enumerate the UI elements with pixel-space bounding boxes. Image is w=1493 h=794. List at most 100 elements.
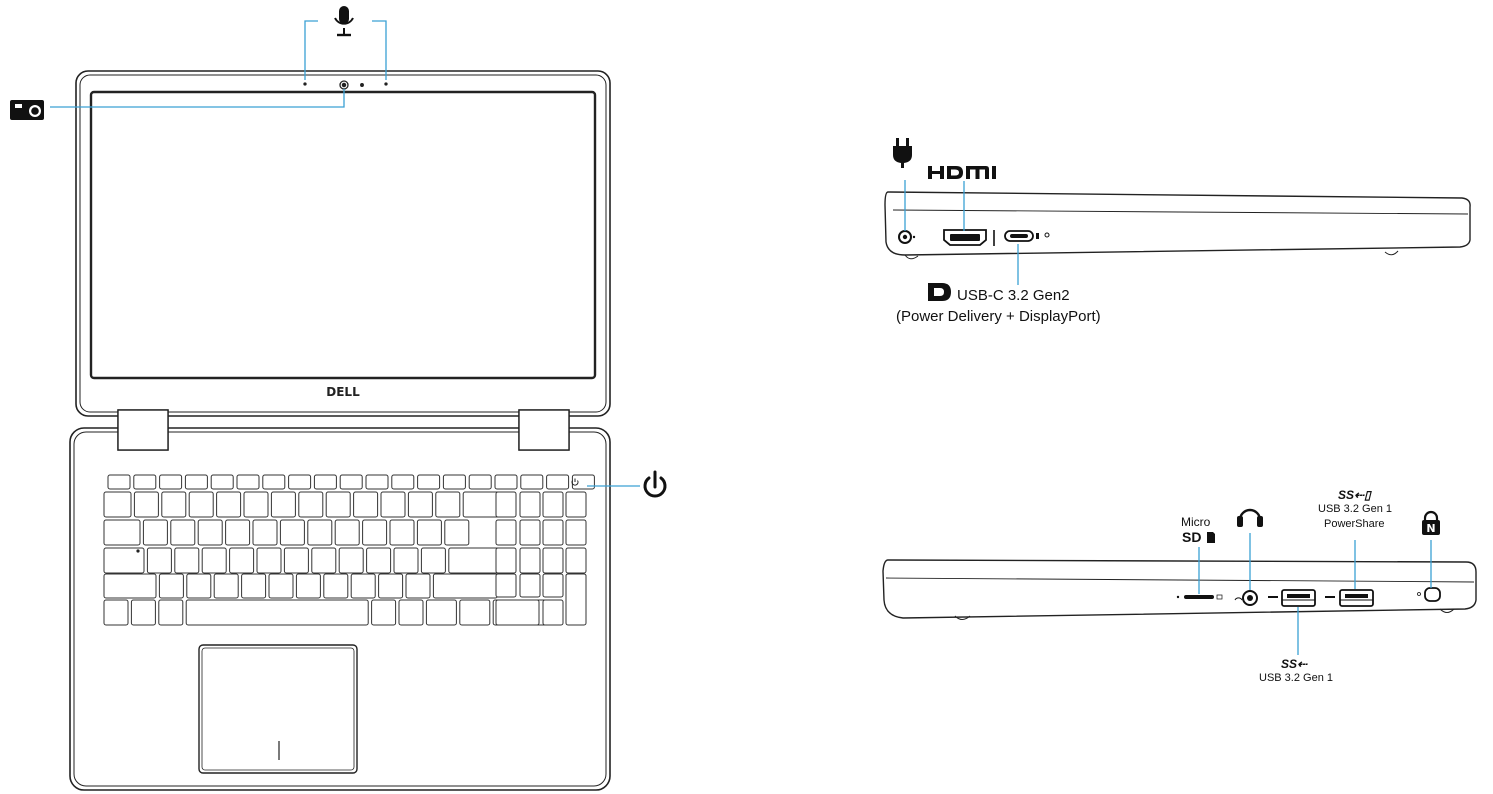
usb-a-port-2 (1325, 589, 1374, 607)
keyboard-key (542, 573, 564, 598)
keyboard-key (494, 474, 518, 490)
microphone-icon (334, 6, 354, 37)
usb-powershare-label: USB 3.2 Gen 1 (1318, 503, 1392, 515)
keyboard-key (565, 547, 587, 574)
hdmi-port (943, 229, 995, 246)
keyboard-key (103, 599, 129, 626)
keyboard-key (542, 519, 564, 546)
keyboard-key (378, 573, 404, 599)
keyboard-key (170, 519, 196, 546)
power-plug-icon (893, 138, 912, 168)
keyboard-key (468, 474, 492, 490)
keyboard-key (270, 491, 296, 518)
keyboard-key (546, 474, 570, 490)
keyboard-key (311, 547, 337, 574)
keyboard-key (362, 519, 388, 546)
keyboard-key (184, 474, 208, 490)
keyboard-key (288, 474, 312, 490)
keyboard-key (495, 519, 517, 546)
microsd-label: Micro (1181, 515, 1211, 529)
top-callouts (50, 20, 640, 487)
keyboard-key (339, 474, 363, 490)
keyboard-key (407, 491, 433, 518)
keyboard-key (353, 491, 379, 518)
webcam (303, 80, 388, 90)
keyboard-key (159, 474, 183, 490)
keyboard-key (417, 474, 441, 490)
right-side-chassis (882, 559, 1477, 620)
keyboard-key (295, 573, 321, 599)
keyboard-key (398, 599, 424, 626)
keyboard-key (495, 599, 540, 626)
keyboard-key (416, 519, 442, 546)
usb-c-label: USB-C 3.2 Gen2 (957, 287, 1070, 304)
keyboard-key (338, 547, 364, 574)
camera-icon (10, 100, 44, 120)
keyboard-key (213, 573, 239, 599)
keyboard-key (542, 491, 564, 518)
lock-slot (1417, 587, 1441, 602)
usb-c-port (1004, 230, 1050, 242)
keyboard-key (216, 491, 242, 518)
keyboard (103, 474, 595, 626)
keyboard-key (158, 599, 184, 626)
keyboard-key (495, 547, 517, 574)
headset-jack (1234, 590, 1258, 606)
keyboard-key (432, 573, 498, 599)
keyboard-key (103, 547, 145, 574)
keyboard-key (236, 474, 260, 490)
keyboard-key (174, 547, 200, 574)
keyboard-key (298, 491, 324, 518)
dc-in-port (898, 230, 916, 244)
keyboard-key (210, 474, 234, 490)
keyboard-key (371, 599, 397, 626)
keyboard-key (425, 599, 457, 626)
dell-logo: DELL (326, 385, 360, 399)
usb-c-sublabel: (Power Delivery + DisplayPort) (896, 308, 1101, 325)
keyboard-key (519, 491, 541, 518)
keyboard-key (393, 547, 419, 574)
keyboard-key (307, 519, 333, 546)
keyboard-key (519, 519, 541, 546)
keyboard-key (262, 474, 286, 490)
keyboard-key (186, 573, 212, 599)
usb-logo: SS⇠ (1281, 657, 1308, 671)
touchpad (198, 644, 358, 774)
microsd-sd-label: SD (1182, 529, 1202, 545)
keyboard-key (185, 599, 369, 626)
keyboard-key (142, 519, 168, 546)
key-indicator-dot (136, 549, 140, 553)
keyboard-key (283, 547, 309, 574)
keyboard-key (158, 573, 184, 599)
keyboard-key (133, 491, 159, 518)
keyboard-key (389, 519, 415, 546)
noble-lock-icon (1422, 510, 1440, 535)
keyboard-key (103, 519, 141, 546)
keyboard-key (323, 573, 349, 599)
keyboard-key (420, 547, 446, 574)
keyboard-key (225, 519, 251, 546)
keyboard-key (565, 491, 587, 518)
laptop-base (69, 427, 611, 791)
keyboard-key (571, 474, 595, 490)
keyboard-key (313, 474, 337, 490)
keyboard-key (405, 573, 431, 599)
sd-card-icon (1207, 532, 1215, 543)
keyboard-key (256, 547, 282, 574)
keyboard-key (334, 519, 360, 546)
keyboard-key (130, 599, 156, 626)
keyboard-key (197, 519, 223, 546)
keyboard-key (161, 491, 187, 518)
displayport-icon (928, 283, 951, 301)
power-key-symbol (571, 478, 579, 486)
keyboard-key (325, 491, 351, 518)
left-callouts (904, 180, 1019, 285)
keyboard-key (133, 474, 157, 490)
keyboard-key (459, 599, 491, 626)
keyboard-key (229, 547, 255, 574)
keyboard-key (188, 491, 214, 518)
usb-label: USB 3.2 Gen 1 (1259, 672, 1333, 684)
usb-a-port-1 (1268, 589, 1316, 607)
keyboard-key (279, 519, 305, 546)
